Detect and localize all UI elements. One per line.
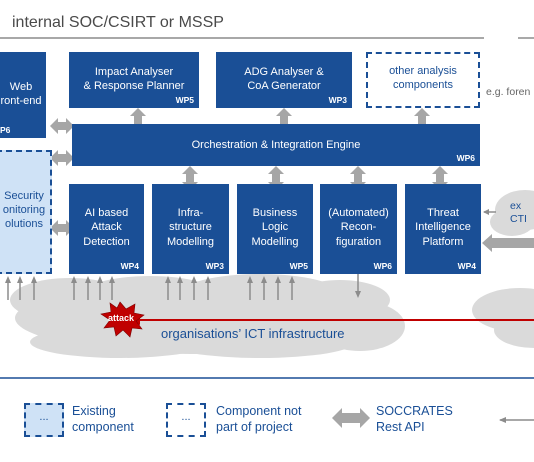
- ai-detection-box: AI based Attack Detection WP4: [69, 184, 144, 274]
- data-arrows: [5, 209, 534, 423]
- web-frontend-label: Web ront-end: [0, 81, 42, 108]
- legend-existing-swatch: ...: [24, 403, 64, 437]
- legend-existing-dots: ...: [39, 411, 49, 423]
- attack-label: attack: [108, 313, 135, 323]
- threat-intel-box: Threat Intelligence Platform WP4: [405, 184, 481, 274]
- api-arrow-ai: [50, 220, 74, 236]
- impact-analyser-wp: WP5: [175, 95, 194, 105]
- infra-modelling-box: Infra- structure Modelling WP3: [152, 184, 229, 274]
- ai-detection-label: AI based Attack Detection: [83, 207, 130, 248]
- external-cloud: [472, 288, 534, 348]
- legend-api-arrow: [332, 408, 370, 428]
- threat-intel-wp: WP4: [457, 261, 476, 271]
- business-logic-label: Business Logic Modelling: [251, 207, 299, 248]
- orchestration-box: Orchestration & Integration Engine WP6: [72, 124, 480, 166]
- adg-analyser-box: ADG Analyser & CoA Generator WP3: [216, 52, 352, 108]
- cti-feed-arrow: [482, 234, 534, 252]
- impact-analyser-box: Impact Analyser & Response Planner WP5: [69, 52, 199, 108]
- legend-not-part-label: Component not part of project: [216, 404, 302, 434]
- reconfiguration-label: (Automated) Recon- figuration: [328, 207, 389, 248]
- reconfiguration-wp: WP6: [373, 261, 392, 271]
- api-arrow-monitoring: [50, 150, 74, 166]
- web-frontend-wp: P6: [0, 125, 11, 135]
- infra-modelling-wp: WP3: [205, 261, 224, 271]
- adg-analyser-label: ADG Analyser & CoA Generator: [244, 66, 324, 93]
- ict-infrastructure-label: organisations’ ICT infrastructure: [161, 326, 345, 341]
- forensics-note: e.g. foren: [486, 86, 531, 98]
- legend-rest-api-label: SOCCRATES Rest API: [376, 404, 453, 434]
- legend-frame: [0, 377, 534, 379]
- orchestration-label: Orchestration & Integration Engine: [191, 139, 361, 151]
- legend-not-part-dots: ...: [181, 411, 191, 423]
- adg-analyser-wp: WP3: [328, 95, 347, 105]
- security-monitoring-label: Security onitoring olutions: [2, 190, 46, 230]
- reconfiguration-box: (Automated) Recon- figuration WP6: [320, 184, 397, 274]
- other-analysis-label: other analysis components: [389, 65, 457, 91]
- attack-burst: [100, 301, 145, 338]
- orchestration-wp: WP6: [456, 153, 475, 163]
- business-logic-wp: WP5: [289, 261, 308, 271]
- web-frontend-box: Web ront-end P6: [0, 52, 46, 138]
- external-cti-note: ex CTI: [510, 200, 527, 226]
- infra-modelling-label: Infra- structure Modelling: [166, 207, 215, 248]
- security-monitoring-box: Security onitoring olutions: [0, 150, 52, 274]
- legend-not-part-swatch: ...: [166, 403, 206, 437]
- page-title: internal SOC/CSIRT or MSSP: [12, 14, 224, 31]
- impact-analyser-label: Impact Analyser & Response Planner: [83, 66, 185, 93]
- other-analysis-box: other analysis components: [366, 52, 480, 108]
- business-logic-box: Business Logic Modelling WP5: [237, 184, 313, 274]
- api-arrow-web: [50, 118, 74, 134]
- threat-intel-label: Threat Intelligence Platform: [415, 207, 471, 248]
- cti-cloud: [490, 190, 534, 236]
- ai-detection-wp: WP4: [120, 261, 139, 271]
- legend-existing-label: Existing component: [72, 404, 134, 434]
